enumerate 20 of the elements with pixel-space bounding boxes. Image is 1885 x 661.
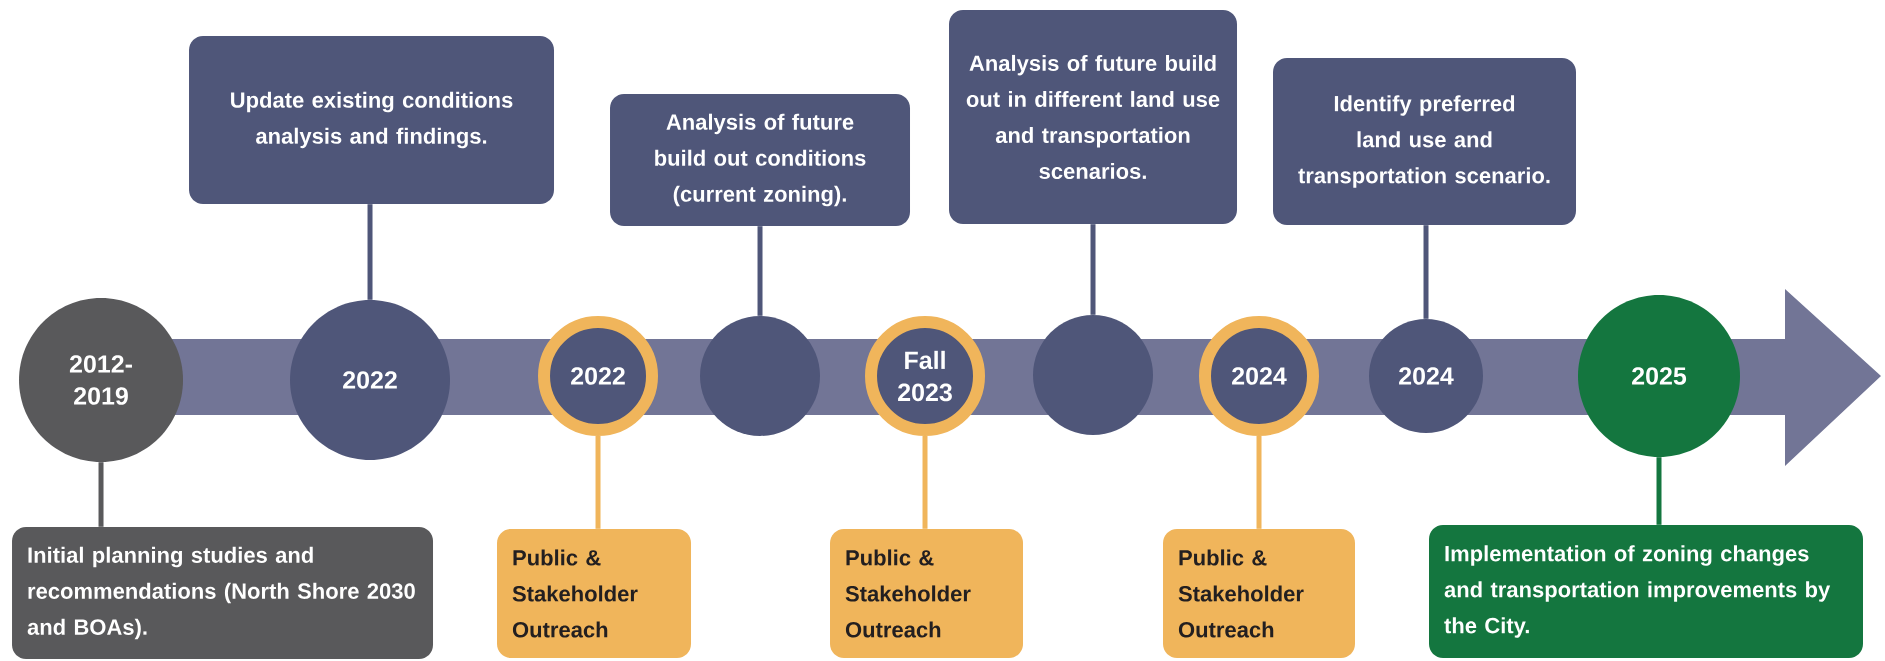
milestone-circle [700, 316, 820, 436]
connector-line [1423, 225, 1429, 319]
milestone-box: Initial planning studies and recommendations (North Shore 2030 and BOAs). [12, 527, 433, 659]
milestone-box: Identify preferred land use and transportation scenario. [1273, 58, 1576, 225]
milestone-box: Analysis of future build out conditions (current zoning). [610, 94, 910, 226]
milestone-circle [1033, 315, 1153, 435]
milestone-box: Update existing conditions analysis and findings. [189, 36, 554, 204]
connector-line [1090, 224, 1096, 315]
connector-line [922, 436, 928, 529]
connector-line [1656, 457, 1662, 525]
connector-line [1256, 436, 1262, 529]
connector-line [367, 204, 373, 300]
outreach-box: Public & Stakeholder Outreach [497, 529, 691, 658]
connector-line [98, 462, 104, 527]
milestone-box: Analysis of future build out in different land use and transportation scenarios. [949, 10, 1237, 224]
outreach-box: Public & Stakeholder Outreach [1163, 529, 1355, 658]
outreach-box: Public & Stakeholder Outreach [830, 529, 1023, 658]
connector-line [757, 226, 763, 316]
connector-line [595, 436, 601, 529]
milestone-box: Implementation of zoning changes and transportation improvements by the City. [1429, 525, 1863, 658]
